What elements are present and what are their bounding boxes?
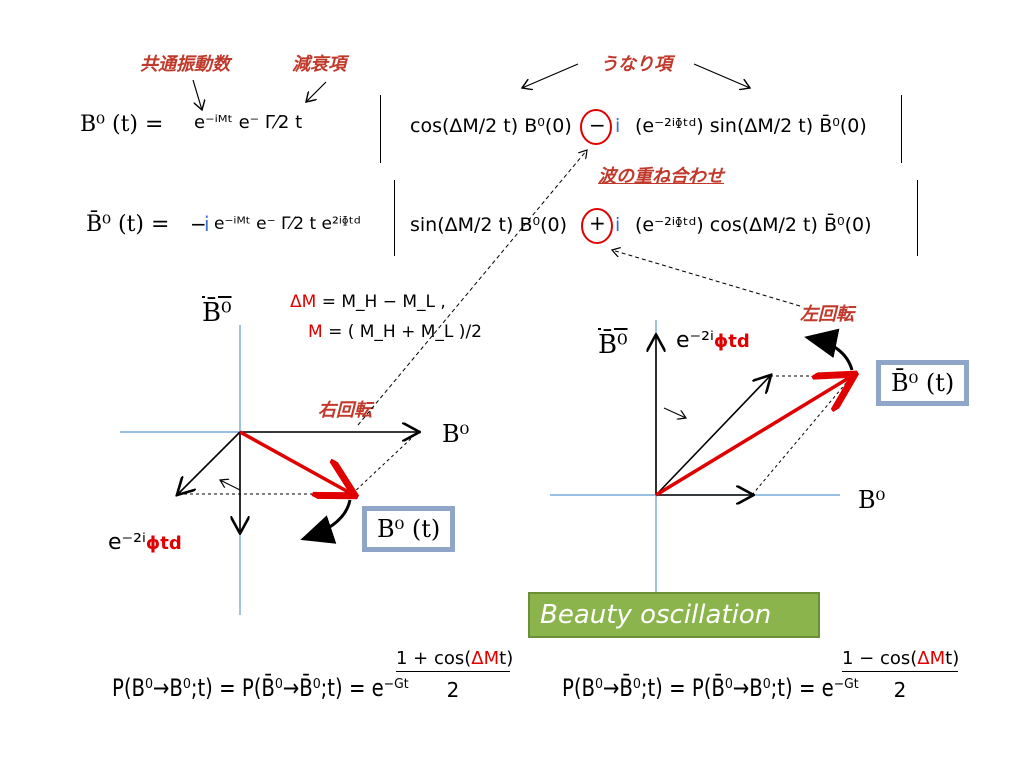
left-rotation-connector <box>612 250 801 307</box>
left-phase-label: e⁻²ⁱϕtd <box>108 530 182 555</box>
prob-same-num-post: t) <box>499 648 514 669</box>
beat-arrow-right <box>693 63 750 88</box>
prob-mix-numerator: 1 − cos(ΔMt) <box>842 648 960 672</box>
beat-term-label: うなり項 <box>600 54 672 75</box>
common-freq-arrow <box>192 79 202 110</box>
eq2-prefactor: e⁻ⁱᴹᵗ e⁻ Γ⁄2 t e²ⁱᶲᵗᵈ <box>214 214 361 234</box>
left-phase-base: e⁻²ⁱ <box>108 530 146 555</box>
prob-same-num-pre: 1 + cos( <box>396 648 472 669</box>
beat-arrow-left <box>522 63 579 88</box>
eq2-imaginary: i <box>204 212 210 236</box>
right-phase-exponent: ϕtd <box>713 331 750 352</box>
eq1-bracket <box>380 95 902 163</box>
prob-same-num-dm: ΔM <box>471 648 500 669</box>
left-state-box: B⁰ (t) <box>362 506 456 552</box>
left-axis-x-label: B⁰ <box>442 420 470 448</box>
left-rotation-arrow <box>300 499 352 544</box>
right-rotation-connector <box>357 150 587 426</box>
prob-same-lhs: P(B⁰→B⁰;t) = P(B̄⁰→B̄⁰;t) = e⁻ᴳᵗ <box>112 674 410 702</box>
eq2-lhs: B̄⁰ (t) = <box>86 212 170 237</box>
beauty-oscillation-banner: Beauty oscillation <box>528 592 820 638</box>
right-rotation-arrow <box>804 328 854 371</box>
eq1-imaginary: i <box>615 115 621 137</box>
eq2-term1: sin(ΔM/2 t) B⁰(0) <box>410 214 568 236</box>
prob-mix-num-post: t) <box>945 648 960 669</box>
m-symbol: M <box>308 322 323 342</box>
delta-m-rhs: = M_H − M_L , <box>321 292 446 312</box>
prob-mix-num-pre: 1 − cos( <box>842 648 918 669</box>
right-phase-label: e⁻²ⁱϕtd <box>676 328 750 353</box>
eq1-operator: − <box>589 113 606 137</box>
plus-circle <box>581 208 613 244</box>
prob-mix-denominator: 2 <box>893 678 907 702</box>
eq2-minus: − <box>190 212 207 236</box>
minus-circle <box>580 109 612 145</box>
prob-mix-lhs: P(B⁰→B̄⁰;t) = P(B̄⁰→B⁰;t) = e⁻ᴳᵗ <box>562 674 860 702</box>
eq1-lhs: B⁰ (t) = <box>80 112 164 137</box>
prob-same-denominator: 2 <box>446 678 460 702</box>
eq1-phase-term: (e⁻²ⁱᶲᵗᵈ) sin(ΔM/2 t) B̄⁰(0) <box>635 115 867 137</box>
left-state-vector <box>239 430 352 494</box>
right-phase-vector <box>655 376 770 496</box>
decay-term-label: 減衰項 <box>292 54 346 75</box>
eq2-imaginary-2: i <box>615 214 621 236</box>
right-state-box: B̄⁰ (t) <box>876 360 970 406</box>
delta-m-symbol: ΔM <box>290 292 317 312</box>
left-axis-y-label: B̄⁰ <box>202 298 232 328</box>
decay-arrow <box>306 81 327 102</box>
eq2-operator: + <box>589 211 606 235</box>
prob-same-fraction: 1 + cos(ΔMt) 2 <box>396 648 514 702</box>
eq2-phase-term: (e⁻²ⁱᶲᵗᵈ) cos(ΔM/2 t) B̄⁰(0) <box>635 214 872 236</box>
right-phase-base: e⁻²ⁱ <box>676 328 714 353</box>
m-definition: M = ( M_H + M_L )/2 <box>308 322 482 342</box>
left-phase-exponent: ϕtd <box>145 533 182 554</box>
prob-mix-fraction: 1 − cos(ΔMt) 2 <box>842 648 960 702</box>
right-axis-x-label: B⁰ <box>858 486 886 514</box>
left-phase-vector <box>178 431 241 494</box>
right-dashed-2 <box>751 375 853 496</box>
delta-m-definition: ΔM = M_H − M_L , <box>290 292 446 312</box>
left-rotation-label: 左回転 <box>800 304 854 325</box>
prob-mix-num-dm: ΔM <box>917 648 946 669</box>
m-rhs: = ( M_H + M_L )/2 <box>328 322 482 342</box>
right-rotation-label: 右回転 <box>318 400 372 421</box>
eq1-term1: cos(ΔM/2 t) B⁰(0) <box>410 115 572 137</box>
superposition-label: 波の重ね合わせ <box>598 166 724 187</box>
eq1-prefactor: e⁻ⁱᴹᵗ e⁻ Γ⁄2 t <box>194 112 303 133</box>
left-small-arrow <box>220 480 241 491</box>
common-frequency-label: 共通振動数 <box>140 54 230 75</box>
right-small-arrow <box>663 407 686 418</box>
right-state-vector <box>655 376 852 497</box>
prob-same-numerator: 1 + cos(ΔMt) <box>396 648 514 672</box>
right-axis-y-label: B̄⁰ <box>598 330 628 360</box>
eq2-bracket <box>394 180 918 256</box>
